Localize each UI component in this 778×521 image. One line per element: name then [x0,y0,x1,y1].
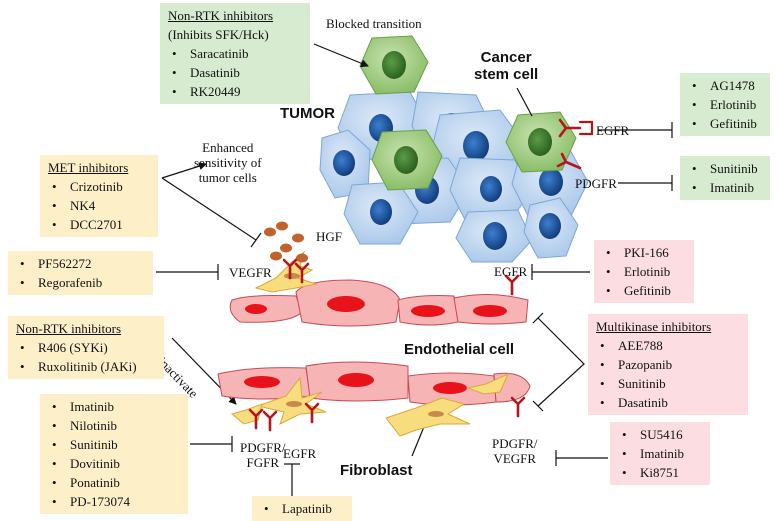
met-inhibition-line [161,177,257,241]
box-header: MET inhibitors [48,160,129,175]
drug-item: Gefitinib [688,114,762,133]
drug-item: DCC2701 [48,215,150,234]
endothelial-layer-upper [229,279,529,327]
multikinase-bar-bottom [532,400,544,412]
drug-item: PD-173074 [48,492,180,511]
cancer-stem-cell-label: Cancer stem cell [474,49,539,83]
endothelial-layer-lower [217,361,531,406]
drug-item: Saracatinib [168,44,302,63]
drug-item: Ruxolitinib (JAKi) [16,357,156,376]
egfr-endothelial-label: EGFR [494,264,528,279]
stem-cell [371,129,443,191]
non-rtk-sfk-inhibitors-box: Non-RTK inhibitors (Inhibits SFK/Hck) Sa… [160,3,310,104]
blocked-transition-arrow [313,43,369,68]
multikinase-bar-top [532,312,544,324]
drug-item: Nilotinib [48,416,180,435]
drug-item: R406 (SYKi) [16,338,156,357]
tumor-cell [455,209,533,263]
drug-item: Imatinib [688,178,762,197]
drug-item: Dasatinib [168,63,302,82]
fibroblast-pdgfr-fgfr-inhibitors-box: Imatinib Nilotinib Sunitinib Dovitinib P… [40,394,188,514]
receptor-icon [504,274,520,296]
enhanced-sensitivity-label: Enhanced sensitivity of tumor cells [194,140,262,185]
box-header: Multikinase inhibitors [596,319,712,334]
receptor-icon [510,396,526,418]
receptor-icon [304,402,320,424]
drug-item: Gefitinib [602,281,686,300]
blocked-transition-label: Blocked transition [326,16,422,31]
drug-item: Erlotinib [602,262,686,281]
lapatinib-box: Lapatinib [252,496,352,521]
drug-item: PKI-166 [602,243,686,262]
tumor-cell [343,181,419,245]
stem-cell [505,111,577,173]
met-inhibitors-box: MET inhibitors Crizotinib NK4 DCC2701 [40,155,158,237]
egfr-stem-label: EGFR [596,123,630,138]
endothelial-cell-label: Endothelial cell [404,341,515,358]
drug-item: Imatinib [48,397,180,416]
receptor-icon [558,118,594,138]
hgf-molecules [264,221,308,263]
receptor-icon [282,258,310,284]
tumor-label: TUMOR [280,105,335,122]
box-subheader: (Inhibits SFK/Hck) [168,27,269,42]
drug-item: Sunitinib [596,374,740,393]
tumor-cluster [319,35,589,263]
met-inhibition-bar [250,232,262,248]
drug-item: PF562272 [16,254,145,273]
receptor-icon [556,152,582,170]
drug-item: Sunitinib [48,435,180,454]
stem-egfr-inhibitors-box: AG1478 Erlotinib Gefitinib [680,73,770,136]
tumor-cell [449,157,531,223]
drug-item: Pazopanib [596,355,740,374]
endothelial-egfr-inhibitors-box: PKI-166 Erlotinib Gefitinib [594,240,694,303]
hgf-label: HGF [316,229,343,244]
drug-item: Dasatinib [596,393,740,412]
drug-item: RK20449 [168,82,302,101]
pdgfr-vegfr-label: PDGFR/ VEGFR [492,436,538,466]
box-header: Non-RTK inhibitors [16,321,122,336]
drug-item: Lapatinib [260,499,344,518]
non-rtk-jak-inhibitors-box: Non-RTK inhibitors R406 (SYKi) Ruxolitin… [8,316,164,379]
multikinase-inhibitors-box: Multikinase inhibitors AEE788 Pazopanib … [588,314,748,415]
pdgfr-fgfr-label: PDGFR/ FGFR [240,440,286,470]
drug-item: Ponatinib [48,473,180,492]
receptor-icon [248,408,264,430]
stem-pdgfr-inhibitors-box: Sunitinib Imatinib [680,156,770,200]
receptors [248,118,594,432]
tumor-cell [523,197,579,259]
vegfr-inhibitors-box: PF562272 Regorafenib [8,251,153,295]
stem-callout-line [516,87,533,117]
vegfr-label: VEGFR [229,265,272,280]
stem-cell [359,35,429,95]
met-enhanced-arrow [161,162,207,179]
receptor-icon [262,410,278,432]
drug-item: AG1478 [688,76,762,95]
tumor-cell [319,129,371,199]
drug-item: Regorafenib [16,273,145,292]
pdgfr-stem-label: PDGFR [575,176,617,191]
pdgfr-vegfr-inhibitors-box: SU5416 Imatinib Ki8751 [610,422,710,485]
drug-item: SU5416 [618,425,702,444]
drug-item: Crizotinib [48,177,150,196]
drug-item: Dovitinib [48,454,180,473]
drug-item: NK4 [48,196,150,215]
drug-item: Imatinib [618,444,702,463]
drug-item: Sunitinib [688,159,762,178]
drug-item: Erlotinib [688,95,762,114]
drug-item: Ki8751 [618,463,702,482]
box-header: Non-RTK inhibitors [168,8,274,23]
egfr-fibroblast-label: EGFR [283,446,317,461]
fibroblast-label: Fibroblast [340,462,413,479]
drug-item: AEE788 [596,336,740,355]
multikinase-lines [537,317,585,407]
